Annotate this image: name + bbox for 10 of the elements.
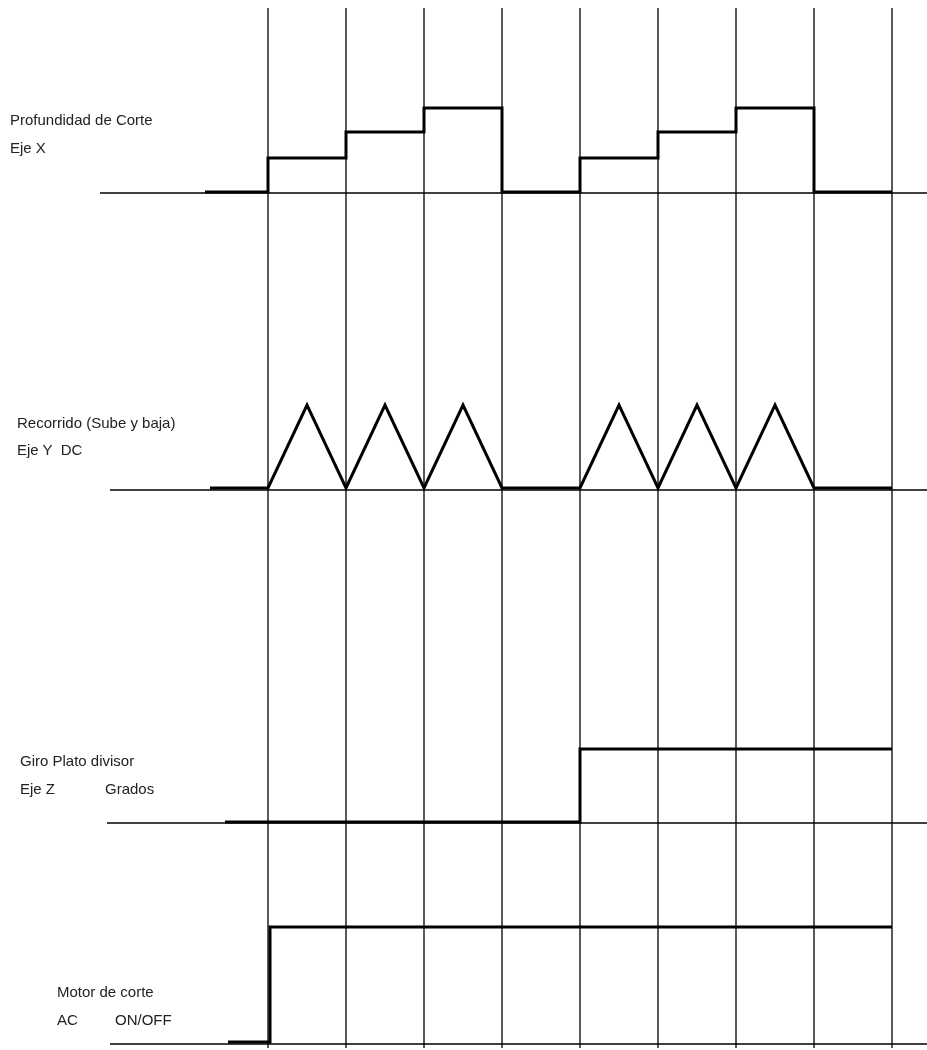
signal-label: Grados	[105, 780, 155, 798]
signal-label: Eje X	[10, 139, 46, 157]
signal-label: Giro Plato divisor	[20, 752, 135, 770]
signal-label: Eje Y DC	[17, 441, 83, 459]
signal-label: Profundidad de Corte	[10, 111, 153, 129]
signal-label: Recorrido (Sube y baja)	[17, 414, 176, 432]
signal-label: AC	[57, 1011, 78, 1029]
signal-label: Motor de corte	[57, 983, 154, 1001]
signal-label: ON/OFF	[115, 1011, 172, 1029]
signal-label: Eje Z	[20, 780, 55, 798]
